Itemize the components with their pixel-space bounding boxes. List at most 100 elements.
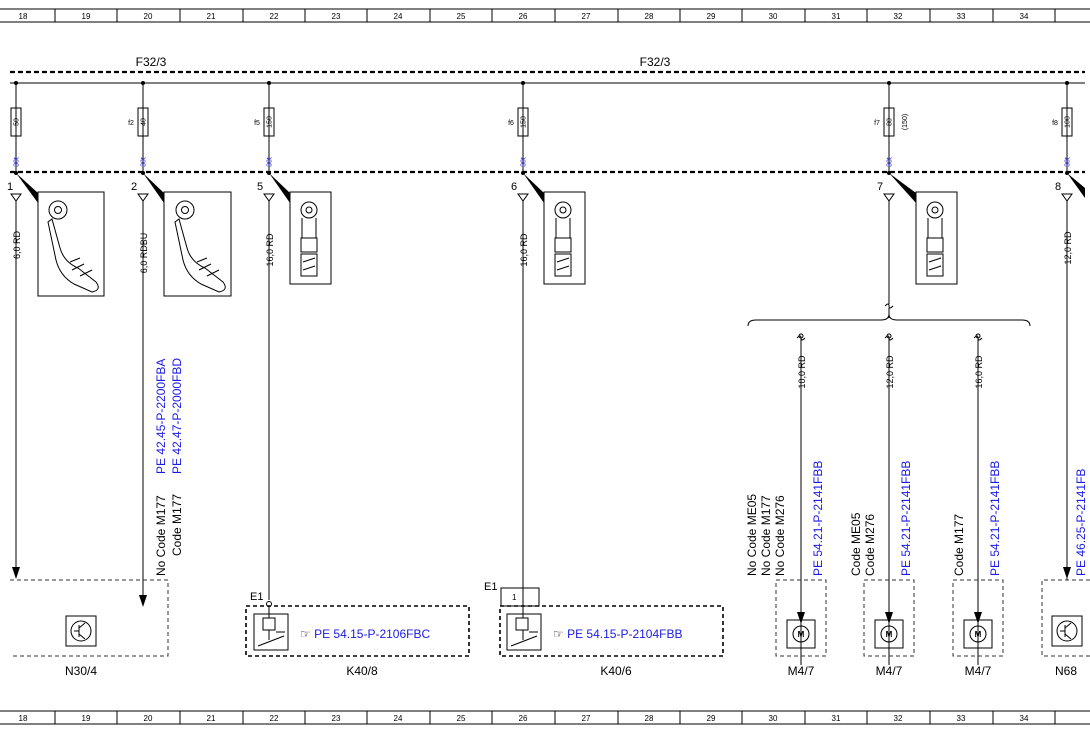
relay-icon xyxy=(506,598,542,651)
svg-text:PE 42.45-P-2200FBA: PE 42.45-P-2200FBA xyxy=(154,359,168,474)
bottom-ruler-num: 27 xyxy=(582,714,591,723)
top-ruler-num: 24 xyxy=(394,12,403,21)
ring-terminal-icon xyxy=(143,173,232,297)
fuse-1: 50 30t 1 xyxy=(7,81,22,193)
svg-text:E1: E1 xyxy=(484,581,497,593)
fuse-f7: 80 f7 (150) 30t 7 xyxy=(874,81,909,193)
svg-text:Code M177: Code M177 xyxy=(170,494,184,556)
svg-text:16,0 RD: 16,0 RD xyxy=(265,233,275,267)
svg-text:30t: 30t xyxy=(267,157,274,167)
bottom-ruler-num: 18 xyxy=(19,714,28,723)
svg-text:f7: f7 xyxy=(874,120,880,127)
svg-text:f2: f2 xyxy=(128,120,134,127)
bottom-ruler-num: 22 xyxy=(270,714,279,723)
bottom-ruler-num: 29 xyxy=(707,714,716,723)
fuse-f2: 40 f2 30t 2 xyxy=(128,81,149,193)
branch-brace xyxy=(747,313,1031,327)
top-ruler-num: 23 xyxy=(332,12,341,21)
svg-text:E1: E1 xyxy=(250,591,263,603)
top-ruler: 18 19 20 21 22 23 24 25 26 27 28 29 30 3… xyxy=(0,8,1090,23)
svg-text:30t: 30t xyxy=(887,157,894,167)
node-2: 2 xyxy=(131,181,137,193)
svg-text:10,0 RD: 10,0 RD xyxy=(797,355,807,389)
bottom-ruler-num: 20 xyxy=(144,714,153,723)
bottom-ruler-num: 19 xyxy=(82,714,91,723)
svg-text:No Code ME05: No Code ME05 xyxy=(745,494,759,576)
bottom-ruler-num: 25 xyxy=(457,714,466,723)
svg-text:No Code M276: No Code M276 xyxy=(773,495,787,576)
svg-text:PE 54.21-P-2141FBB: PE 54.21-P-2141FBB xyxy=(988,461,1002,576)
svg-text:6,0 RDBU: 6,0 RDBU xyxy=(139,233,149,274)
bottom-ruler-num: 24 xyxy=(394,714,403,723)
top-ruler-num: 33 xyxy=(957,12,966,21)
motor-icon: M xyxy=(963,619,993,649)
svg-text:No Code M177: No Code M177 xyxy=(759,495,773,576)
component-m4-7: M4/7 xyxy=(965,664,992,678)
svg-text:f6: f6 xyxy=(508,120,514,127)
bottom-ruler-num: 21 xyxy=(207,714,216,723)
component-k40-8: K40/8 xyxy=(346,664,378,678)
ring-terminal-icon xyxy=(1067,173,1085,198)
svg-text:f8: f8 xyxy=(1052,120,1058,127)
node-1: 1 xyxy=(7,181,13,193)
svg-text:30t: 30t xyxy=(521,157,528,167)
bottom-ruler-num: 28 xyxy=(645,714,654,723)
component-n30-4: N30/4 xyxy=(65,664,97,678)
node-6: 6 xyxy=(511,181,517,193)
bottom-ruler-num: 33 xyxy=(957,714,966,723)
wire-6: 16,0 RD xyxy=(517,193,529,598)
hand-pointer-icon: ☞ xyxy=(553,627,567,641)
branch-b: 12,0 RD Code ME05 Code M276 PE 54.21-P-2… xyxy=(849,333,915,678)
branch-a: 10,0 RD No Code ME05 No Code M177 No Cod… xyxy=(745,333,827,678)
ring-terminal-icon xyxy=(16,173,105,297)
svg-text:30t: 30t xyxy=(1065,157,1072,167)
transistor-icon xyxy=(1051,615,1083,647)
svg-text:16,0 RD: 16,0 RD xyxy=(519,233,529,267)
component-m4-7: M4/7 xyxy=(876,664,903,678)
top-ruler-num: 21 xyxy=(207,12,216,21)
motor-icon: M xyxy=(874,619,904,649)
top-ruler-num: 28 xyxy=(645,12,654,21)
ring-terminal-icon xyxy=(889,173,958,285)
ref-link-k40-8[interactable]: ☞ PE 54.15-P-2106FBC xyxy=(300,627,430,641)
component-k40-6-group: E1 1 ☞ PE 54.15-P-2104FBB K40/6 xyxy=(484,581,724,678)
fuse-f6: 150 f6 30t 6 xyxy=(508,81,529,193)
bottom-ruler-num: 32 xyxy=(894,714,903,723)
svg-text:Code M177: Code M177 xyxy=(952,514,966,576)
relay-icon xyxy=(253,606,289,651)
component-n68: N68 xyxy=(1055,664,1077,678)
svg-text:12,0 RD: 12,0 RD xyxy=(885,355,895,389)
node-8: 8 xyxy=(1055,181,1061,193)
top-ruler-num: 22 xyxy=(270,12,279,21)
wire-8: 12,0 RD xyxy=(1061,193,1073,580)
fuse-box-f32-3: F32/3 F32/3 xyxy=(10,55,1085,174)
top-ruler-num: 18 xyxy=(19,12,28,21)
svg-text:6,0 RD: 6,0 RD xyxy=(12,230,22,259)
svg-text:50: 50 xyxy=(14,118,21,126)
transistor-icon xyxy=(65,615,97,647)
wire-2: 6,0 RDBU xyxy=(137,193,149,607)
svg-text:M: M xyxy=(798,630,805,639)
svg-text:12,0 RD: 12,0 RD xyxy=(1063,231,1073,265)
top-ruler-num: 31 xyxy=(832,12,841,21)
ref-link-k40-6[interactable]: ☞ PE 54.15-P-2104FBB xyxy=(553,627,683,641)
ring-terminal-icon xyxy=(269,173,332,285)
wire-7 xyxy=(883,193,895,318)
bottom-ruler-num: 26 xyxy=(519,714,528,723)
bottom-ruler-num: 23 xyxy=(332,714,341,723)
svg-text:150: 150 xyxy=(267,116,274,128)
svg-text:Code M276: Code M276 xyxy=(863,514,877,576)
node-5: 5 xyxy=(257,181,263,193)
top-ruler-num: 20 xyxy=(144,12,153,21)
svg-text:16,0 RD: 16,0 RD xyxy=(974,355,984,389)
branch-c: 16,0 RD Code M177 PE 54.21-P-2141FBB M M… xyxy=(952,333,1004,678)
top-ruler-num: 34 xyxy=(1020,12,1029,21)
top-ruler-num: 27 xyxy=(582,12,591,21)
svg-text:PE 42.47-P-2000FBD: PE 42.47-P-2000FBD xyxy=(170,358,184,474)
bottom-ruler: 18 19 20 21 22 23 24 25 26 27 28 29 30 3… xyxy=(0,710,1090,725)
hand-pointer-icon: ☞ xyxy=(300,627,314,641)
top-ruler-num: 19 xyxy=(82,12,91,21)
ring-terminal-icon xyxy=(523,173,586,285)
component-k40-8-group: E1 ☞ PE 54.15-P-2106FBC K40/8 xyxy=(245,591,470,678)
